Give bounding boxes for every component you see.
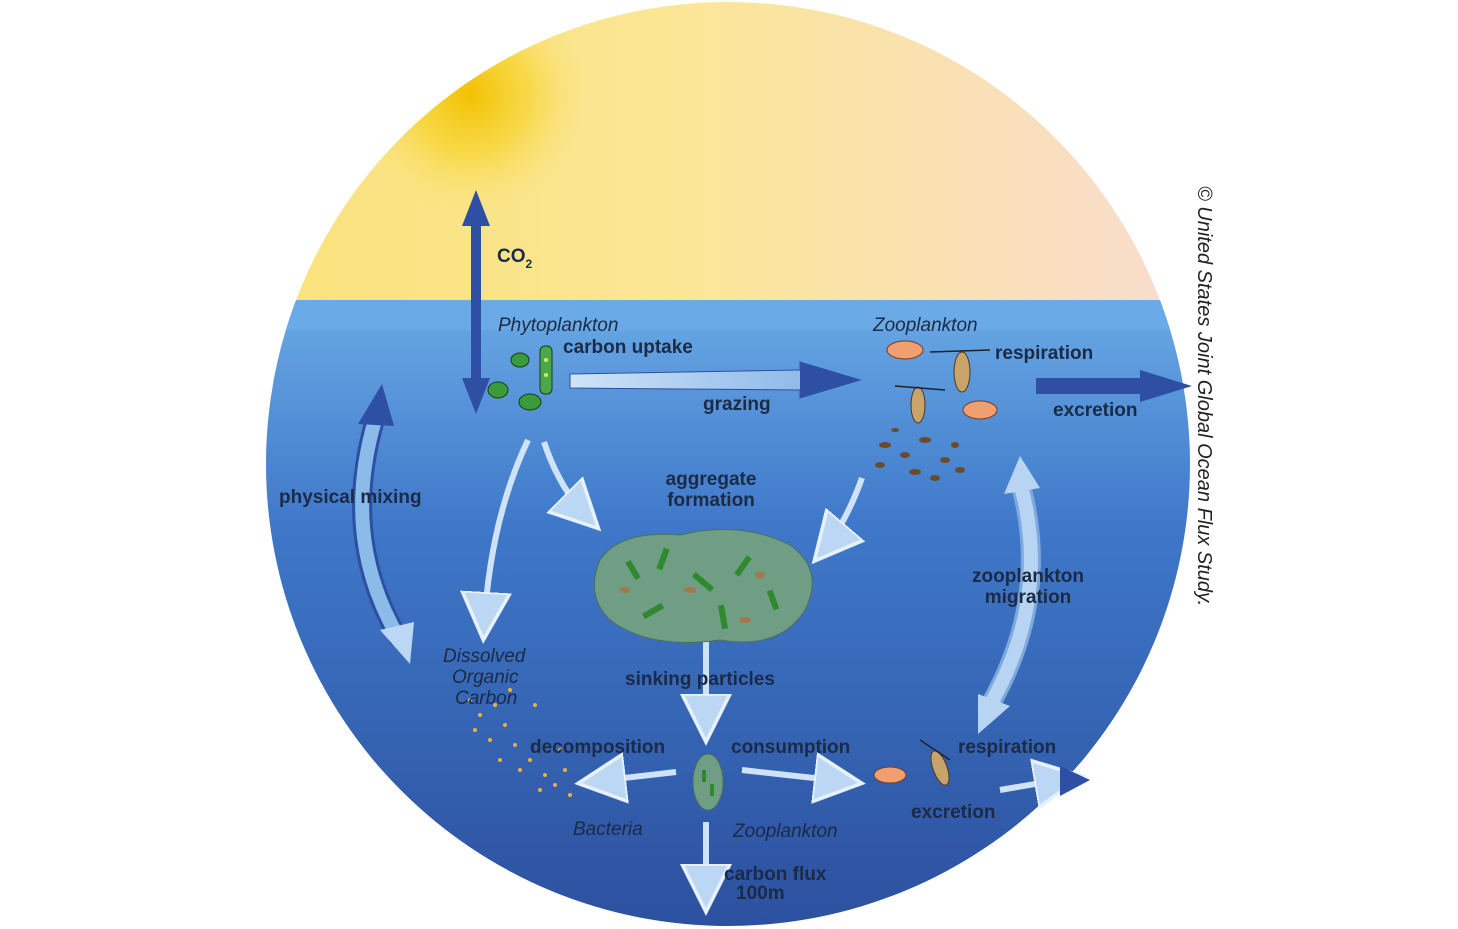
zoo-to-aggregate-arrow (822, 476, 862, 552)
phyto-to-doc-arrow (484, 438, 531, 628)
excretion-bottom-label: excretion (911, 802, 995, 823)
doc-label-1: Dissolved (443, 646, 527, 667)
sinking-particles-label: sinking particles (625, 669, 775, 690)
decomposition-arrow (590, 772, 677, 782)
copyright-notice: © United States Joint Global Ocean Flux … (1193, 186, 1215, 607)
zooplankton-bottom-label: Zooplankton (732, 821, 838, 842)
zooplankton-migration-label-1: zooplankton (972, 566, 1084, 587)
phytoplankton-label: Phytoplankton (498, 315, 618, 336)
doc-label-3: Carbon (455, 688, 517, 709)
sea-surface-waves (266, 301, 1190, 330)
phytoplankton-cells (487, 345, 553, 411)
zooplankton-migration-label-2: migration (985, 587, 1072, 608)
deep-export-arrowhead (1060, 766, 1090, 796)
flow-arrows (484, 438, 1070, 900)
consumption-label: consumption (731, 737, 850, 758)
deep-respiration-arrow (999, 778, 1070, 790)
carbon-flux-label-2: 100m (736, 883, 785, 904)
aggregate-formation-label-2: formation (667, 490, 755, 511)
export-arrow (1036, 370, 1192, 402)
scene-circle (266, 2, 1190, 926)
carbon-uptake-label: carbon uptake (563, 337, 693, 358)
co2-label: CO2 (497, 246, 533, 271)
doc-label-2: Organic (452, 667, 519, 688)
co2-exchange-arrow (462, 190, 490, 414)
zooplankton-top-organisms (886, 340, 998, 424)
aggregate-formation-label-1: aggregate (666, 469, 757, 490)
decomposition-label: decomposition (530, 737, 665, 758)
fecal-pellets (875, 428, 965, 481)
grazing-label: grazing (703, 394, 771, 415)
carbon-flux-label-1: carbon flux (724, 864, 827, 885)
excretion-top-label: excretion (1053, 400, 1137, 421)
zooplankton-bottom-organisms (873, 739, 951, 786)
zooplankton-top-label: Zooplankton (872, 315, 978, 336)
sinking-particle (692, 753, 724, 811)
physical-mixing-label: physical mixing (279, 487, 422, 508)
respiration-top-label: respiration (995, 343, 1093, 364)
physical-mixing-arrow (352, 384, 414, 664)
phyto-to-aggregate-arrow (541, 441, 590, 520)
respiration-bottom-label: respiration (958, 737, 1056, 758)
dissolved-organic-carbon-dots (468, 688, 572, 797)
grazing-arrow (569, 361, 862, 399)
bacteria-label: Bacteria (573, 819, 643, 840)
zooplankton-migration-arrow (978, 456, 1041, 734)
marine-snow-aggregate (593, 528, 813, 643)
consumption-arrow (741, 770, 850, 782)
